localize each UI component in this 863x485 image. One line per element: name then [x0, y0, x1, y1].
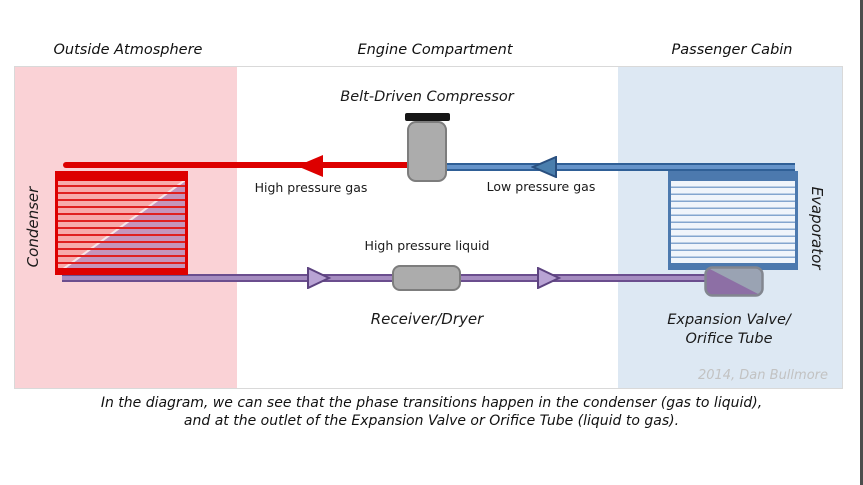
window-right-edge: [860, 0, 863, 485]
compressor-belt-pulley: [405, 113, 450, 121]
high-pressure-liquid-label: High pressure liquid: [364, 238, 490, 253]
blue-flow-arrow-icon: [531, 156, 557, 178]
purple-flow-arrow-icon: [537, 267, 562, 289]
caption: In the diagram, we can see that the phas…: [0, 395, 863, 430]
compressor: [407, 121, 447, 182]
receiver-dryer-label: Receiver/Dryer: [370, 310, 484, 328]
compressor-label: Belt-Driven Compressor: [340, 89, 514, 105]
condenser: [55, 178, 188, 275]
zone-title-outside-atmosphere: Outside Atmosphere: [53, 42, 203, 58]
evaporator-label: Evaporator: [808, 186, 826, 270]
zone-title-engine-compartment: Engine Compartment: [357, 42, 513, 58]
expansion-valve-label: Expansion Valve/ Orifice Tube: [649, 311, 809, 349]
zone-title-passenger-cabin: Passenger Cabin: [671, 42, 793, 58]
expansion-valve-label-line1: Expansion Valve/: [667, 312, 791, 328]
red-flow-arrow-icon: [297, 155, 323, 177]
condenser-top-bar: [55, 171, 188, 178]
author-credit: 2014, Dan Bullmore: [697, 368, 828, 383]
expansion-valve-label-line2: Orifice Tube: [685, 331, 773, 347]
condenser-label: Condenser: [24, 186, 42, 268]
caption-line2: and at the outlet of the Expansion Valve…: [183, 412, 680, 429]
low-pressure-gas-label: Low pressure gas: [486, 179, 596, 194]
receiver-dryer: [392, 265, 461, 291]
purple-flow-arrow-icon: [307, 267, 332, 289]
high-pressure-gas-label: High pressure gas: [254, 180, 368, 195]
high-pressure-gas-pipe: [63, 162, 413, 168]
evaporator: [668, 178, 798, 270]
expansion-valve: [704, 266, 764, 297]
caption-line1: In the diagram, we can see that the phas…: [100, 395, 763, 411]
evaporator-top-bar: [668, 171, 798, 178]
low-pressure-gas-pipe: [442, 163, 795, 171]
high-pressure-liquid-pipe: [62, 274, 705, 282]
